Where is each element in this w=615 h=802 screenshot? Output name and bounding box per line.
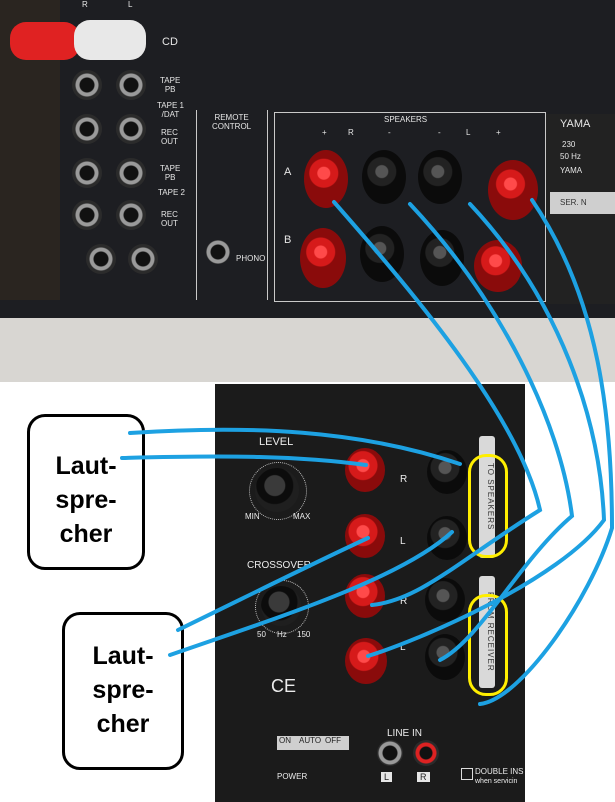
rca-jack [128,244,158,274]
wire-line [128,427,462,466]
remote-jack [206,240,230,264]
remote-control-label: REMOTE CONTROL [212,113,252,131]
power-switch-on: ON [279,736,291,745]
wire-line [168,530,454,657]
sub-terminal-red [345,514,385,558]
speaker-callout-box: Laut- spre- cher [27,414,145,570]
crossover-scale-min: 50 [257,630,266,639]
rca-jack [72,158,102,188]
speaker-row-b: B [284,234,292,246]
speaker-terminal-red [488,160,538,220]
receiver-rear-panel-photo: R L CD TAPE PB TAPE 1 /DAT REC OUT TAPE … [0,0,615,382]
wire-line [478,198,615,706]
serial-plate [550,192,615,214]
rca-jack [72,70,102,100]
rca-jack [116,114,146,144]
sub-channel-mark: R [400,596,408,607]
badge-voltage: 230 [562,140,576,149]
input-label-tape-pb-1: TAPE PB [160,76,181,94]
input-label-tape-pb-2: TAPE PB [160,164,181,182]
wire-line [120,454,368,467]
badge-brand: YAMA [560,118,591,130]
sub-terminal-black [425,578,465,622]
level-scale-ring [249,462,307,520]
speaker-callout-box: Laut- spre- cher [62,612,184,770]
input-label-phono: PHONO [236,254,266,263]
speaker-callout-text: Laut- spre- cher [55,452,117,548]
power-switch-off: OFF [325,736,341,745]
floor-surface [0,318,615,382]
sub-channel-mark: L [400,642,406,653]
crossover-label: CROSSOVER [247,560,311,571]
speaker-callout-text: Laut- spre- cher [92,642,154,738]
line-in-r: R [417,772,430,782]
level-max: MAX [293,512,311,521]
line-in-l: L [381,772,393,782]
from-receiver-highlight [468,594,508,696]
polarity-mark: L [466,128,471,137]
sub-terminal-red [345,638,387,684]
line-in-jack-right [413,740,439,766]
crossover-scale-unit: Hz [277,630,287,639]
rca-jack [72,114,102,144]
servicing-note: when servicin [475,778,518,785]
sub-channel-mark: R [400,474,408,485]
rca-jack [116,158,146,188]
speaker-row-a: A [284,166,292,178]
polarity-mark: + [322,128,327,137]
badge-frequency: 50 Hz [560,152,581,161]
speakers-frame [274,112,546,302]
level-label: LEVEL [259,436,294,448]
input-label-tape1-dat: TAPE 1 /DAT [157,101,184,119]
polarity-mark: + [496,128,501,137]
badge-brand-2: YAMA [560,166,583,175]
power-label: POWER [277,772,308,781]
level-min: MIN [245,512,260,521]
speaker-terminal-black [362,150,406,204]
power-switch-plate [277,736,349,750]
level-knob [255,468,299,512]
speakers-label: SPEAKERS [384,115,428,124]
rca-jack [86,244,116,274]
red-rca-plug [10,22,80,60]
line-in-jack-left [377,740,403,766]
to-speakers-highlight [468,454,508,558]
speaker-terminal-red [304,150,348,208]
ce-mark: CE [271,676,297,696]
polarity-mark: R [348,128,354,137]
input-label-cd: CD [162,36,178,48]
power-switch-auto: AUTO [299,736,322,745]
double-insulation-icon [461,768,473,780]
input-label-rec-out-2: REC OUT [161,210,178,228]
polarity-mark: - [438,128,441,137]
rca-jack [116,70,146,100]
input-label-rec-out-1: REC OUT [161,128,178,146]
line-in-label: LINE IN [387,728,423,739]
sub-channel-mark: L [400,536,406,547]
double-insulation-text: DOUBLE INS [475,767,524,776]
polarity-mark: - [388,128,391,137]
remote-control-frame [196,110,268,300]
wire-line [408,202,575,662]
channel-mark-l: L [128,0,133,9]
rca-jack [72,200,102,230]
crossover-scale-max: 150 [297,630,311,639]
sub-terminal-red [345,448,385,492]
serial-number-label: SER. N [560,198,587,207]
wire-line [176,536,370,632]
channel-mark-r: R [82,0,88,9]
speaker-terminal-black [418,150,462,204]
rca-jack [116,200,146,230]
wire-line [366,202,607,658]
subwoofer-rear-panel-photo: LEVEL MIN MAX CROSSOVER 50 Hz 150 R L R … [215,384,525,802]
speaker-terminal-red [474,240,522,292]
input-label-tape2: TAPE 2 [158,188,185,197]
speaker-terminal-red [300,228,346,288]
wire-line [332,200,543,607]
white-rca-plug [74,20,146,60]
